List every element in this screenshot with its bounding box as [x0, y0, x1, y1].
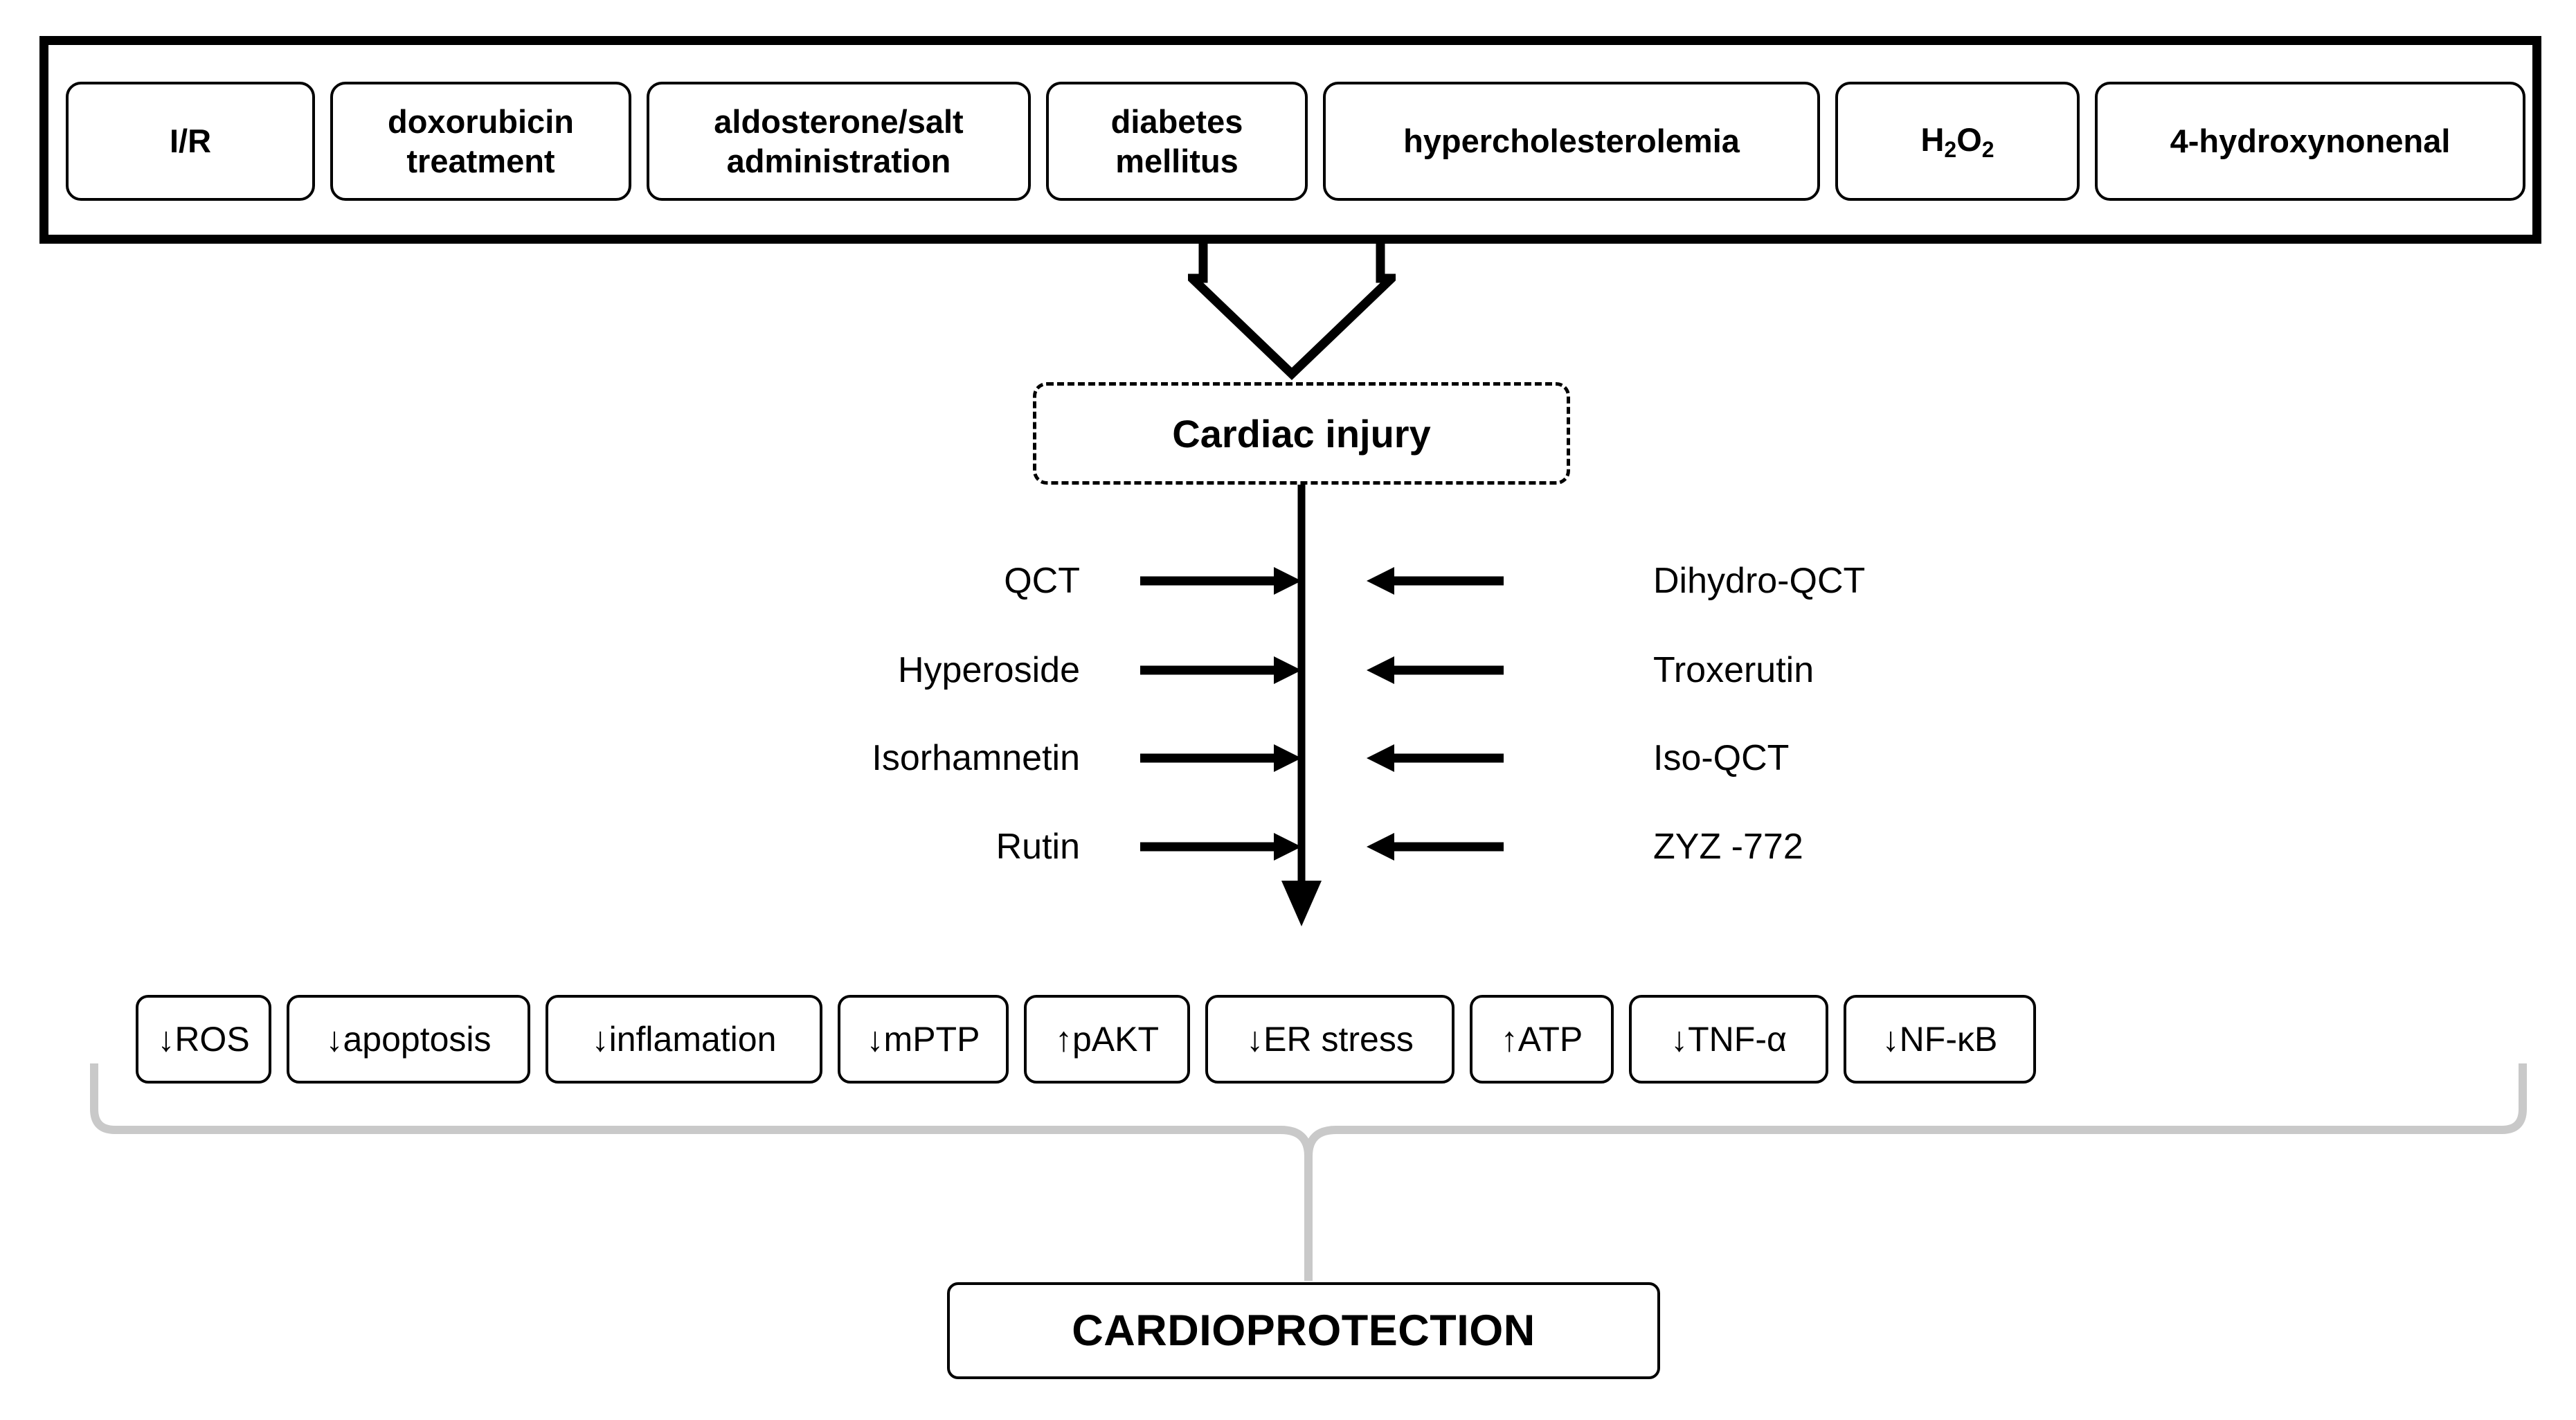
compound-row: Rutin ZYZ -772: [0, 817, 2576, 877]
compound-row: Isorhamnetin Iso-QCT: [0, 728, 2576, 788]
stressor-box: aldosterone/salt administration: [647, 82, 1031, 201]
compound-right-label: Iso-QCT: [1653, 738, 1790, 778]
effects-group: ↓ROS ↓apoptosis ↓inflamation ↓mPTP ↑pAKT ↓ER …: [136, 995, 2036, 1084]
stressor-label: hypercholesterolemia: [1403, 123, 1740, 160]
stressor-box: I/R: [66, 82, 315, 201]
compound-right-label: Troxerutin: [1653, 650, 1814, 690]
compound-left-label: Rutin: [996, 827, 1080, 867]
right-arrow-icon: [1080, 655, 1310, 685]
stressor-label: H2O2: [1920, 120, 1994, 162]
effect-label: ↓inflamation: [591, 1020, 777, 1059]
stressor-box: H2O2: [1835, 82, 2080, 201]
stressor-box: doxorubicin treatment: [330, 82, 631, 201]
block-down-arrow-icon: [1188, 235, 1396, 381]
stressor-label: doxorubicin treatment: [388, 102, 574, 179]
cardiac-injury-box: Cardiac injury: [1033, 382, 1570, 485]
compound-left-cell: Isorhamnetin: [0, 740, 1080, 776]
right-arrow-icon: [1080, 832, 1310, 862]
effect-label: ↓mPTP: [866, 1020, 980, 1059]
stressor-box: 4-hydroxynonenal: [2095, 82, 2525, 201]
effect-label: ↑pAKT: [1054, 1020, 1160, 1059]
stressor-label: aldosterone/salt administration: [714, 102, 964, 179]
stressor-label: 4-hydroxynonenal: [2170, 123, 2451, 160]
effect-box: ↓apoptosis: [287, 995, 530, 1084]
compound-right-label: Dihydro-QCT: [1653, 561, 1866, 601]
right-arrow-icon: [1080, 566, 1310, 596]
compound-left-label: Isorhamnetin: [872, 738, 1080, 778]
central-down-arrow-icon: [1272, 485, 1331, 928]
effect-label: ↑ATP: [1500, 1020, 1583, 1059]
effect-label: ↓ROS: [157, 1020, 250, 1059]
left-arrow-icon: [1354, 655, 1522, 685]
effect-label: ↓ER stress: [1246, 1020, 1414, 1059]
compound-left-label: QCT: [1004, 561, 1080, 601]
compound-row: Hyperoside Troxerutin: [0, 640, 2576, 700]
effect-label: ↓NF-κB: [1882, 1020, 1998, 1059]
effect-box: ↓inflamation: [546, 995, 822, 1084]
effect-label: ↓TNF-α: [1670, 1020, 1787, 1059]
cardiac-stressors-group: I/R doxorubicin treatment aldosterone/salt…: [66, 82, 2525, 201]
compound-right-label: ZYZ -772: [1653, 827, 1803, 867]
effect-box: ↓ER stress: [1205, 995, 1454, 1084]
curly-brace-icon: [90, 1059, 2527, 1288]
effect-box: ↓mPTP: [838, 995, 1009, 1084]
stressor-box: diabetes mellitus: [1046, 82, 1308, 201]
cardioprotection-label: CARDIOPROTECTION: [1072, 1306, 1535, 1355]
left-arrow-icon: [1354, 743, 1522, 773]
right-arrow-icon: [1080, 743, 1310, 773]
left-arrow-icon: [1354, 566, 1522, 596]
compound-left-cell: Rutin: [0, 829, 1080, 865]
effect-box: ↑ATP: [1470, 995, 1614, 1084]
stressor-box: hypercholesterolemia: [1323, 82, 1820, 201]
effect-box: ↓ROS: [136, 995, 271, 1084]
effect-box: ↑pAKT: [1024, 995, 1190, 1084]
stressor-label: diabetes mellitus: [1110, 102, 1243, 179]
left-arrow-icon: [1354, 832, 1522, 862]
cardioprotection-box: CARDIOPROTECTION: [947, 1282, 1660, 1379]
compound-row: QCT Dihydro-QCT: [0, 551, 2576, 611]
compound-left-cell: Hyperoside: [0, 652, 1080, 688]
effect-box: ↓NF-κB: [1844, 995, 2036, 1084]
compound-left-cell: QCT: [0, 563, 1080, 599]
compound-left-label: Hyperoside: [897, 650, 1080, 690]
effect-box: ↓TNF-α: [1629, 995, 1828, 1084]
cardiac-injury-label: Cardiac injury: [1172, 411, 1431, 456]
effect-label: ↓apoptosis: [325, 1020, 492, 1059]
stressor-label: I/R: [169, 123, 212, 160]
